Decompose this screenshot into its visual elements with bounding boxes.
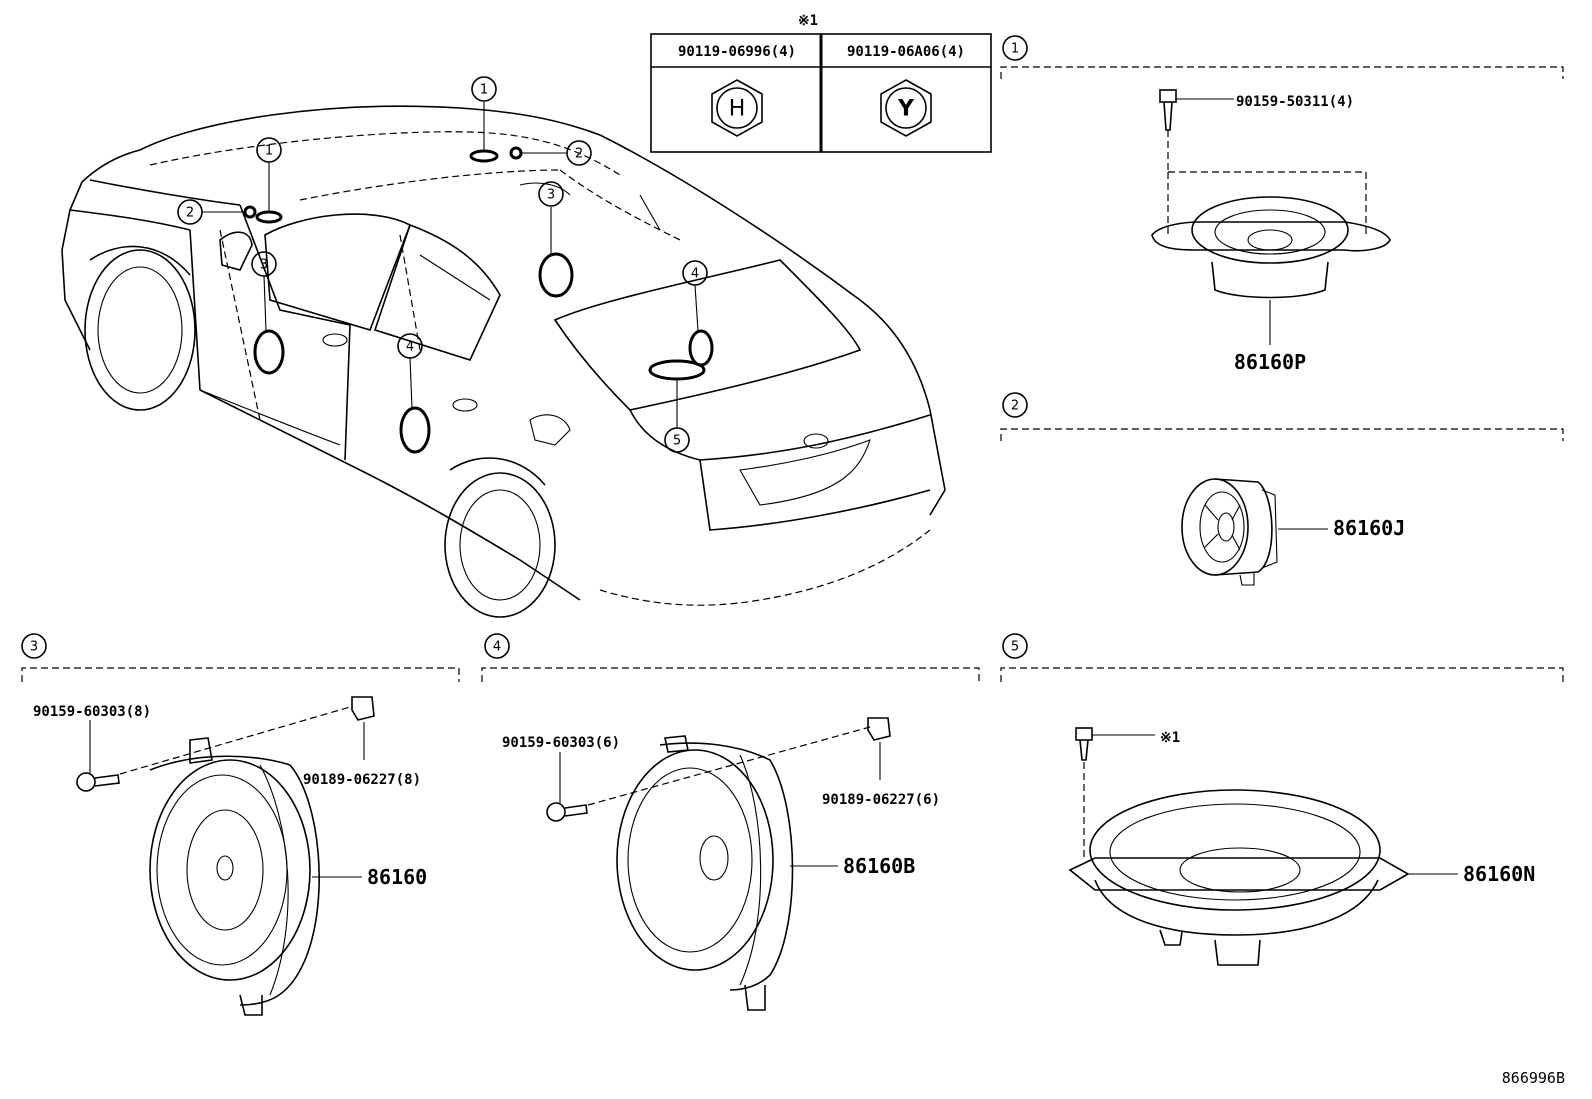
diagram-reference-code: 866996B [1502,1069,1565,1087]
part-number-label: 90159-50311(4) [1236,94,1354,110]
callout-4: 4 [397,333,423,359]
callout-number: 2 [186,206,194,221]
nut-symbol: H [729,97,746,122]
note-mark-label: ※1 [1160,730,1180,746]
speaker-86160p-illustration: 86160P 90159-50311(4) [1151,89,1391,374]
part-number-label: 86160 [367,865,427,889]
callout-2: 2 [177,199,203,225]
callout-2: 2 [566,140,592,166]
nut-symbol: Y [897,97,915,122]
part-number-label: 86160N [1463,862,1535,886]
section-number: 3 [30,640,38,655]
speaker-86160b-illustration: 90159-60303(6) 90189-06227(6) 86160B [502,717,940,1011]
part-number-label: 90159-60303(8) [33,704,151,720]
part-number-label: 86160J [1333,516,1405,540]
callout-4: 4 [682,260,708,286]
nut-part-number: 90119-06A06(4) [847,44,965,60]
section-number: 2 [1011,399,1019,414]
callout-circles: 1 2 1 2 3 3 4 4 5 [177,76,708,453]
callout-number: 3 [260,258,268,273]
callout-number: 2 [575,147,583,162]
callout-number: 5 [673,434,681,449]
section-number: 1 [1011,42,1019,57]
speaker-86160j-illustration: 86160J [1181,478,1405,586]
part-number-label: 86160B [843,854,915,878]
speaker-86160n-illustration: ※1 86160N [1068,727,1535,966]
part-number-label: 86160P [1234,350,1306,374]
nut-table: ※1 90119-06996(4) 90119-06A06(4) H Y [650,13,992,153]
section-headers: 1 2 3 4 5 [21,35,1564,682]
callout-1: 1 [256,137,282,163]
part-number-label: 90189-06227(8) [303,772,421,788]
car-outline-illustration [61,105,946,618]
callout-number: 4 [406,340,414,355]
speaker-86160-illustration: 90159-60303(8) 90189-06227(8) 86160 [33,696,427,1016]
callout-5: 5 [664,427,690,453]
part-number-label: 90159-60303(6) [502,735,620,751]
callout-3: 3 [538,181,564,207]
section-number: 5 [1011,640,1019,655]
callout-number: 1 [480,83,488,98]
nut-table-note-mark: ※1 [798,13,818,29]
nut-part-number: 90119-06996(4) [678,44,796,60]
speaker-location-markers [243,146,714,454]
callout-3: 3 [251,251,277,277]
callout-number: 1 [265,144,273,159]
part-number-label: 90189-06227(6) [822,792,940,808]
callout-number: 3 [547,188,555,203]
hex-nut-h-icon: H [711,79,763,137]
callout-number: 4 [691,267,699,282]
callout-leaders [202,102,699,428]
callout-1: 1 [471,76,497,102]
section-number: 4 [493,640,501,655]
hex-nut-y-icon: Y [880,79,932,137]
